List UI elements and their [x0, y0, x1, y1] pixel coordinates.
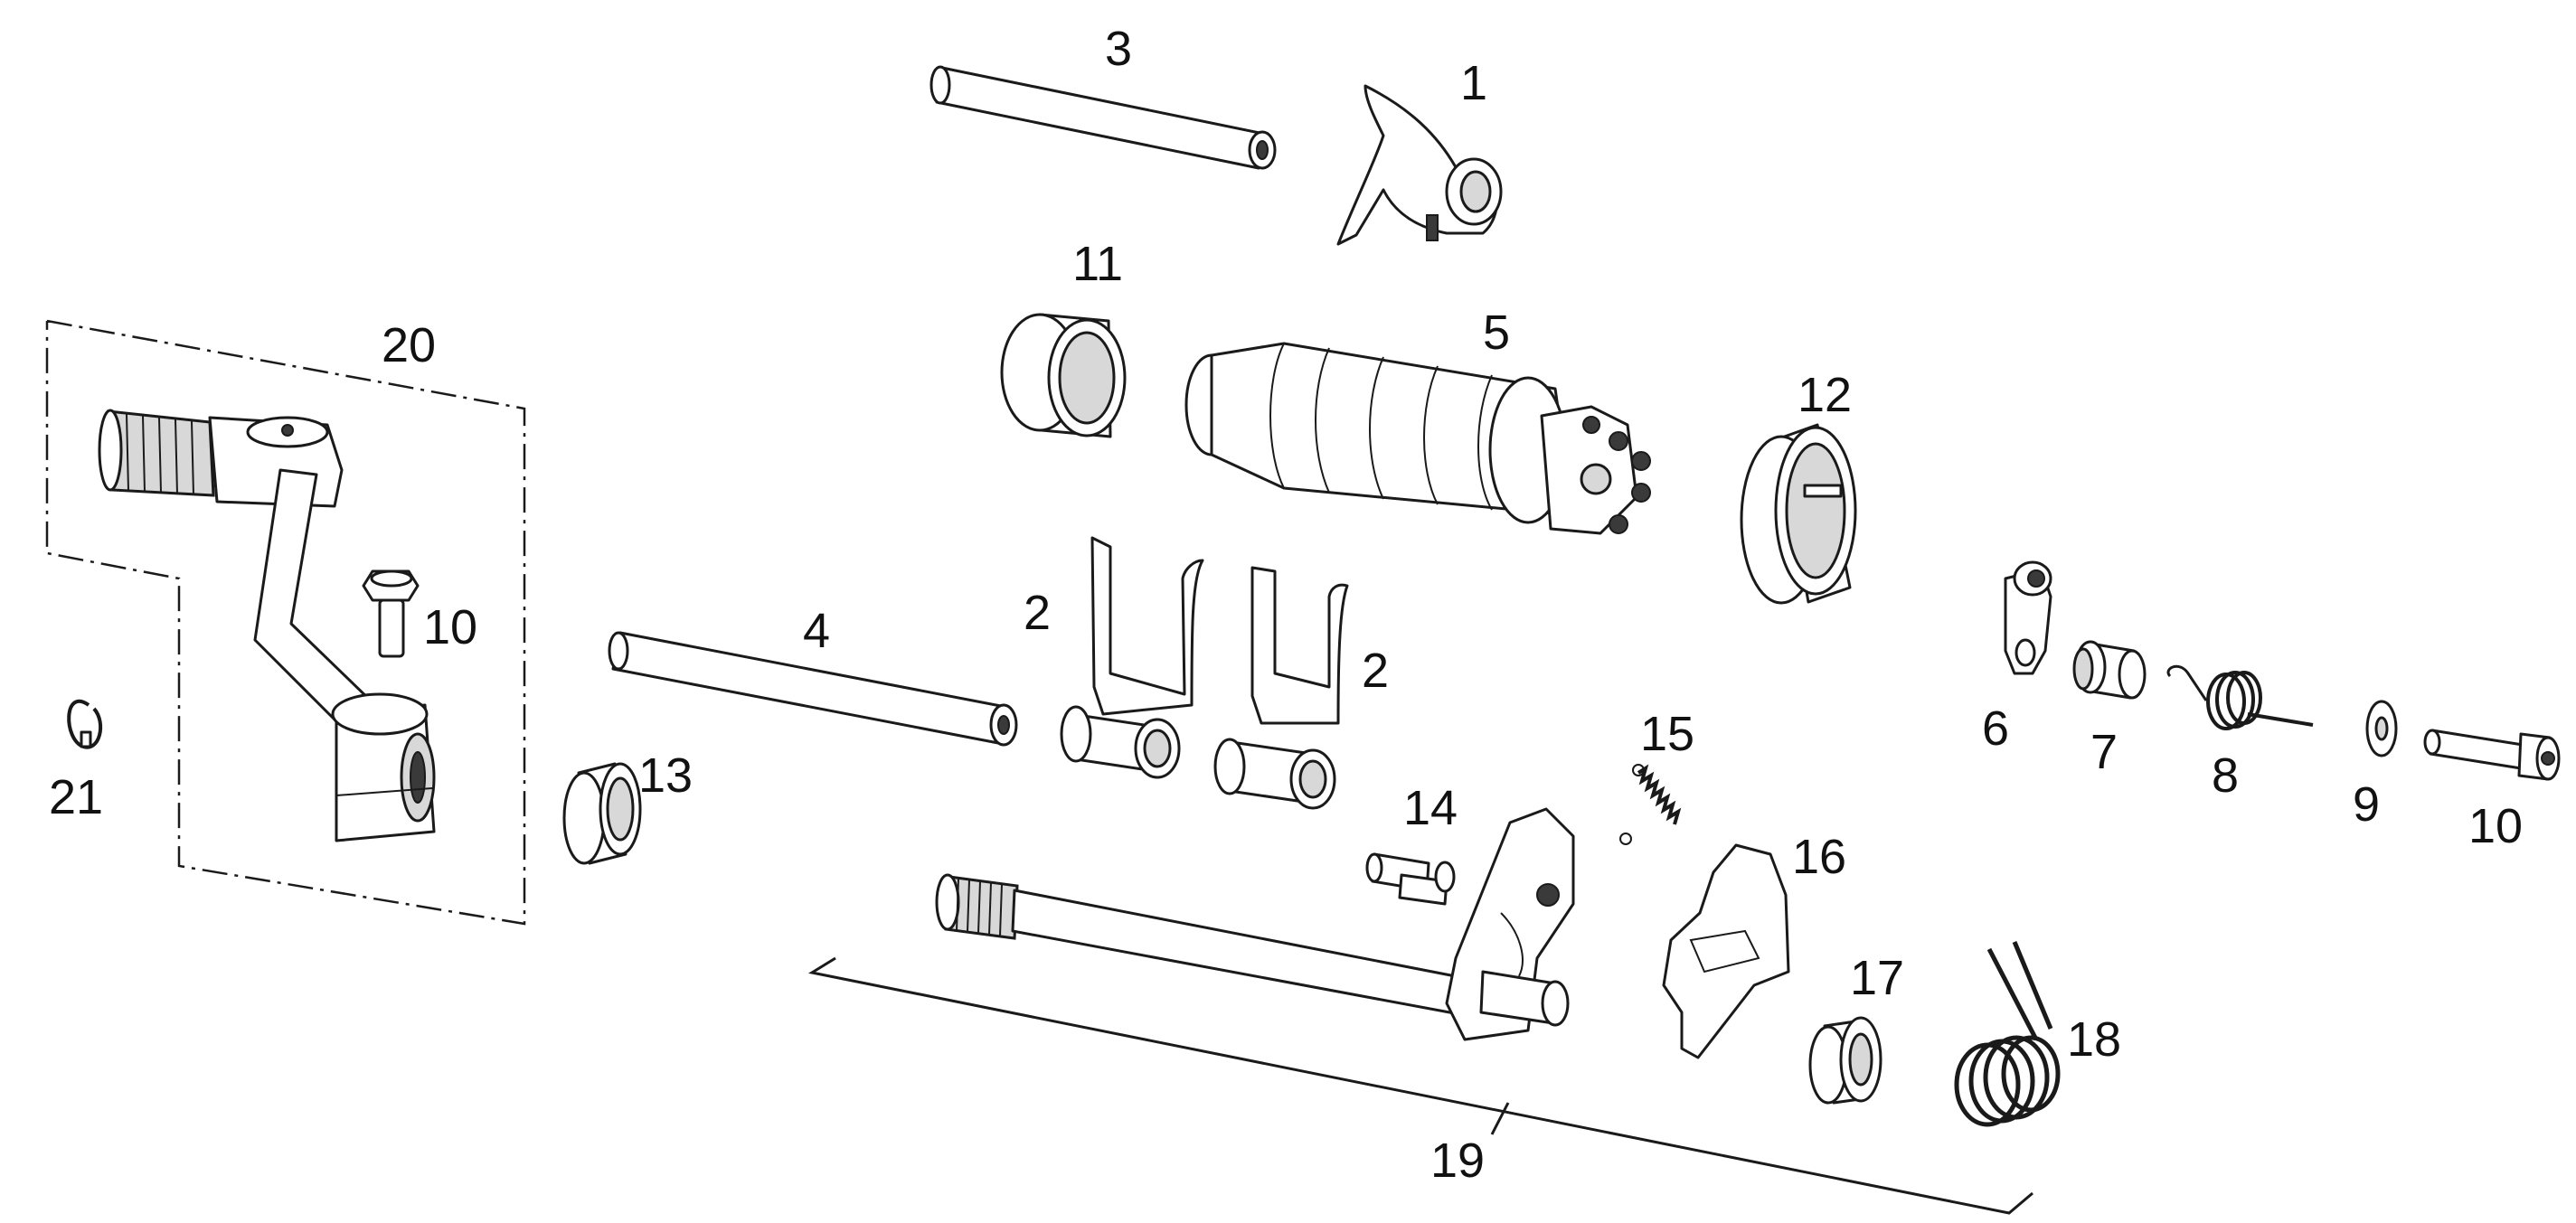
part-10-bolt-left — [362, 569, 420, 658]
part-13-bearing — [562, 762, 642, 865]
label-part-2-right: 2 — [1362, 644, 1389, 698]
label-part-11: 11 — [1072, 237, 1123, 291]
label-part-10-left: 10 — [423, 600, 477, 654]
part-10-bolt-right — [2423, 729, 2561, 781]
assembly-20-boundary — [45, 319, 526, 926]
part-12-bearing — [1740, 423, 1857, 605]
label-part-8: 8 — [2212, 748, 2239, 803]
part-8-lever-spring — [2166, 664, 2314, 730]
part-18-torsion-spring — [1954, 941, 2061, 1127]
label-part-18: 18 — [2067, 1012, 2121, 1067]
label-part-7: 7 — [2090, 725, 2118, 779]
label-part-3: 3 — [1105, 22, 1132, 76]
part-11-bearing — [1000, 313, 1127, 438]
part-19-shift-shaft — [935, 807, 1575, 1041]
part-4-fork-shaft — [608, 631, 1018, 747]
part-1-shift-fork — [1336, 84, 1503, 246]
label-part-13: 13 — [638, 748, 693, 803]
part-20-shift-lever — [98, 409, 436, 842]
label-part-16: 16 — [1792, 830, 1846, 884]
assembly-19-bracket — [807, 956, 2033, 1215]
label-part-17: 17 — [1850, 951, 1904, 1005]
part-2-shift-fork-right — [1213, 566, 1349, 810]
label-part-21: 21 — [49, 770, 103, 824]
part-21-circlip — [67, 700, 103, 749]
callout-labels: 1 3 11 5 12 20 10 21 13 4 2 2 14 15 16 1… — [49, 22, 2523, 1188]
part-17-bushing — [1808, 1016, 1882, 1105]
label-part-9: 9 — [2353, 777, 2380, 832]
label-part-2-left: 2 — [1024, 586, 1051, 640]
part-16-shift-pawl — [1662, 843, 1790, 1059]
part-6-indexing-lever — [2004, 560, 2052, 675]
label-part-20: 20 — [382, 318, 436, 372]
part-2-shift-fork-left — [1060, 536, 1204, 779]
label-part-14: 14 — [1403, 781, 1458, 835]
label-part-12: 12 — [1798, 368, 1852, 422]
part-7-roller — [2072, 640, 2147, 700]
part-14-pin — [1365, 852, 1456, 906]
label-part-15: 15 — [1640, 707, 1694, 761]
part-9-washer — [2365, 700, 2398, 757]
label-part-4: 4 — [803, 604, 830, 658]
part-15-spring — [1619, 764, 1682, 845]
label-part-1: 1 — [1460, 56, 1487, 110]
part-3-fork-shaft — [929, 65, 1277, 170]
label-part-5: 5 — [1483, 306, 1510, 360]
label-part-19: 19 — [1430, 1134, 1485, 1188]
part-5-shift-drum — [1184, 342, 1651, 535]
label-part-10-right: 10 — [2468, 799, 2523, 853]
label-part-6: 6 — [1982, 701, 2009, 756]
